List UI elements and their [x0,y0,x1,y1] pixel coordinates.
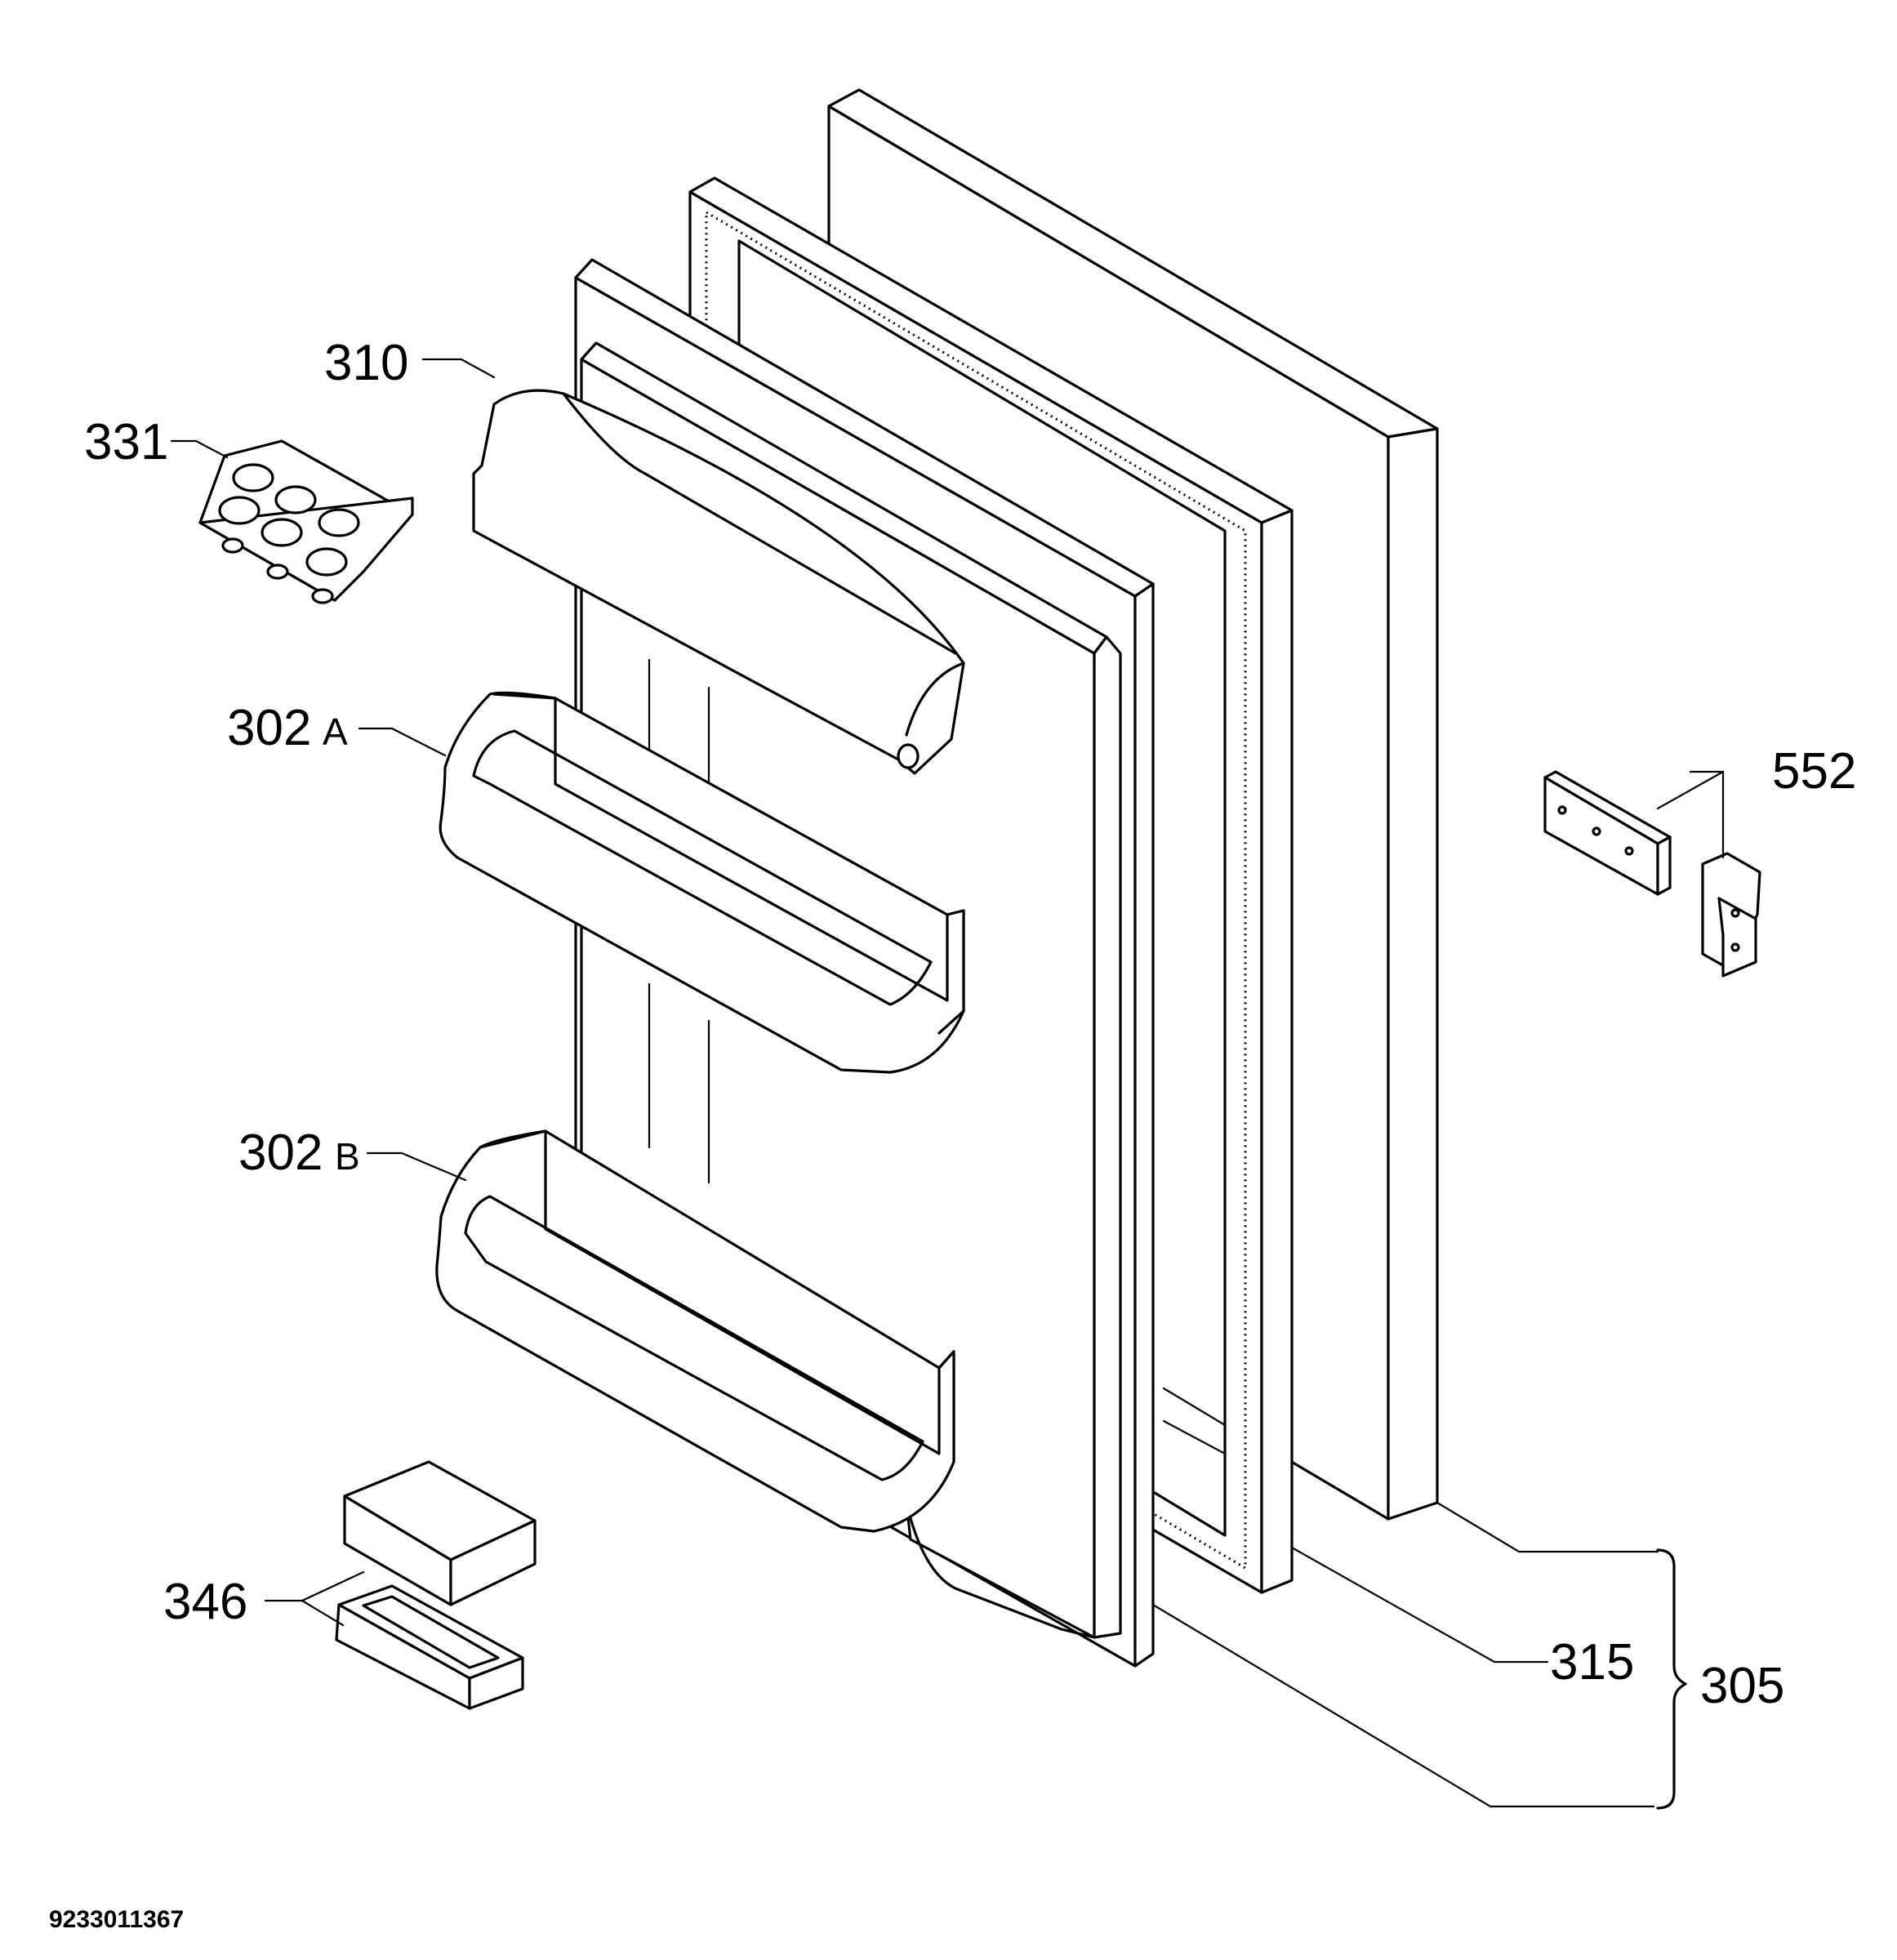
spacers-part [335,1460,537,1710]
label-302b-suffix: B [335,1135,360,1178]
leader-lines [170,358,1725,1810]
door-shelf-lower-part [435,1129,955,1533]
label-346: 346 [163,1574,247,1630]
label-302b-number: 302 [238,1125,323,1181]
label-302a-number: 302 [227,700,311,756]
document-id: 9233011367 [49,1906,184,1933]
alignment-guides [648,658,710,1184]
part-labels: 310 331 302 A 302 B 552 346 315 305 [84,335,1856,1714]
door-shelf-upper-part [439,691,965,1074]
hinge-kit-part [1543,770,1761,978]
egg-tray-part [198,439,414,604]
label-310: 310 [324,335,408,391]
label-315: 315 [1550,1634,1634,1690]
dairy-compartment-part [472,389,965,775]
label-305: 305 [1700,1658,1784,1714]
label-331: 331 [84,414,168,470]
label-552: 552 [1772,743,1856,800]
label-302a-suffix: A [323,710,348,753]
